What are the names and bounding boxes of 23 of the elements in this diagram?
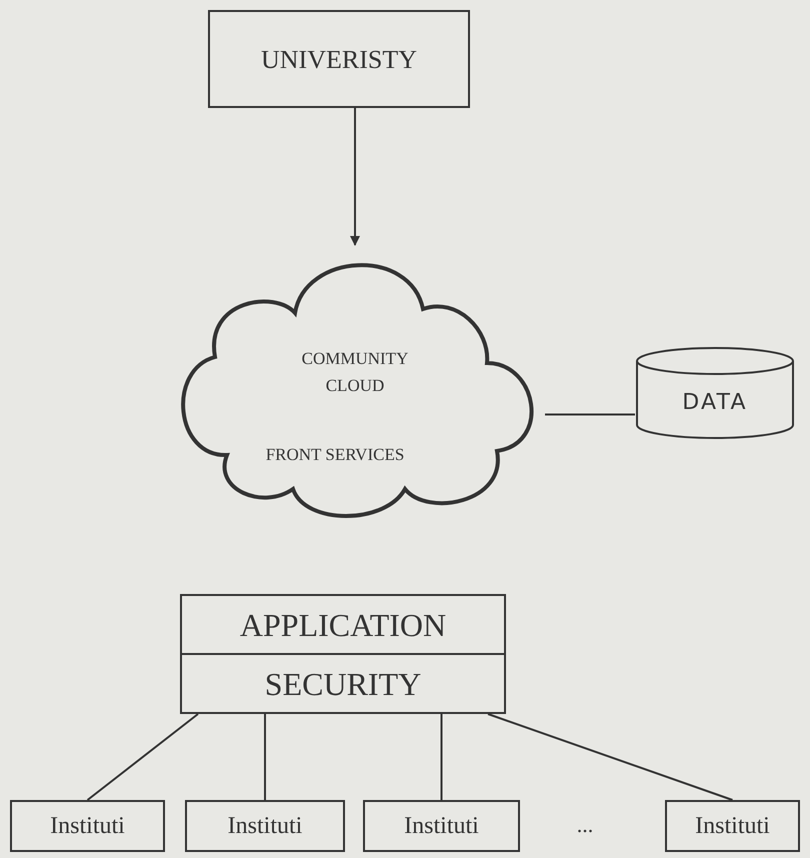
database-label: DATA [682,389,748,417]
arrow [350,108,360,246]
box-label: UNIVERISTY [261,44,417,76]
connector-line [488,713,733,801]
institute-box [665,800,800,852]
ellipsis-label: ... [576,811,594,839]
institute-box [10,800,165,852]
institute-box [363,800,520,852]
application-security-box [180,594,506,714]
institute-box [185,800,345,852]
connector-line [264,714,266,800]
cloud-label: COMMUNITY CLOUD [300,348,410,398]
university-box [208,10,470,108]
connector-line [545,414,635,416]
box-label: Instituti [50,812,125,841]
connector-line [86,713,199,801]
box-label: Instituti [404,812,479,841]
box-label: Instituti [228,812,302,841]
box-label: APPLICATION [238,606,448,644]
box-label: SECURITY [182,653,504,712]
connector-line [440,714,442,800]
box-label: Instituti [695,812,770,841]
cloud-label: FRONT SERVICES [264,444,406,466]
